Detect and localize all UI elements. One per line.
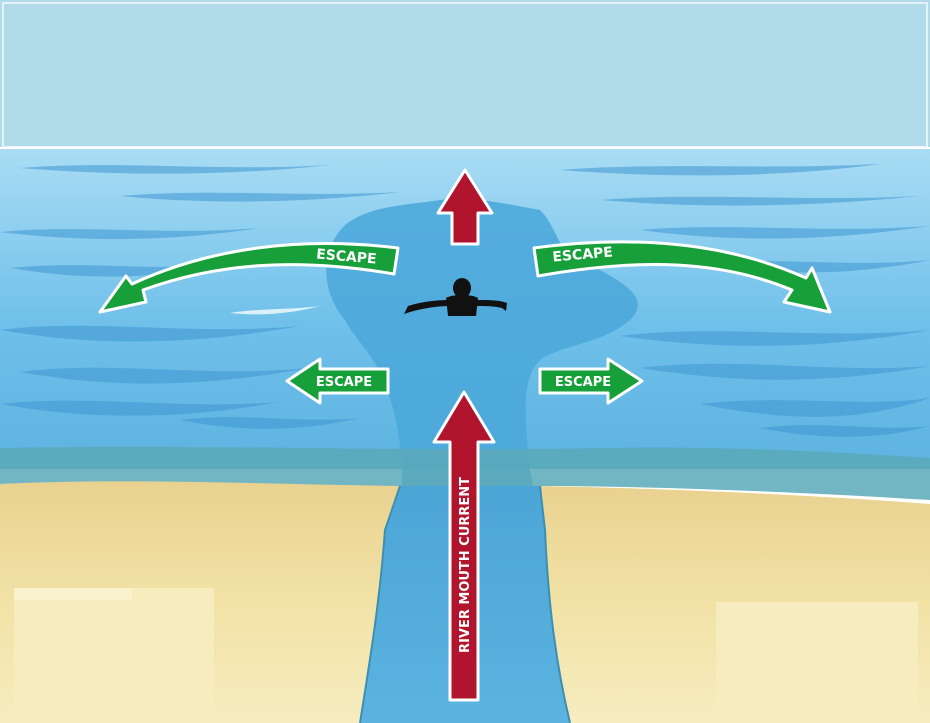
escape-arrow-upper-left: ESCAPE: [98, 242, 400, 314]
offshore-arrow: [436, 168, 494, 246]
escape-label-upper-left: ESCAPE: [315, 246, 377, 267]
escape-arrow-upper-right: ESCAPE: [532, 240, 832, 314]
label-box-left: [14, 588, 214, 710]
escape-arrow-lower-right: ESCAPE: [538, 357, 644, 405]
escape-arrow-lower-left: ESCAPE: [285, 357, 390, 405]
river-bank-right: [539, 485, 571, 723]
current-arrow: RIVER MOUTH CURRENT: [432, 390, 496, 702]
wave-highlights: [230, 306, 320, 315]
label-box-left-tab: [14, 588, 132, 600]
escape-label-upper-right: ESCAPE: [552, 244, 614, 265]
swimmer-icon: [404, 278, 507, 316]
escape-label-lower-right: ESCAPE: [555, 375, 611, 390]
escape-label-lower-left: ESCAPE: [316, 375, 372, 390]
label-box-right: [716, 602, 918, 710]
sky-panel: [0, 0, 930, 148]
river-bank-left: [359, 485, 401, 723]
current-label: RIVER MOUTH CURRENT: [458, 477, 473, 653]
